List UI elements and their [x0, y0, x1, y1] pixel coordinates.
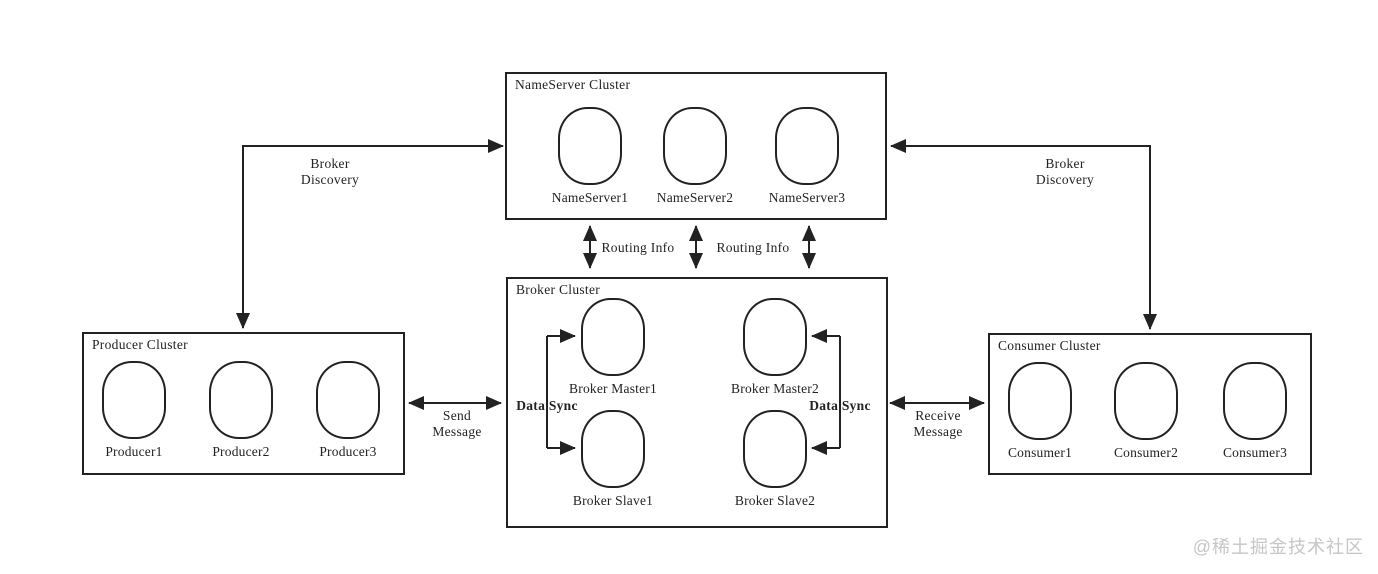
node-broker-slave2: Broker Slave2 — [715, 410, 835, 509]
node-broker-master1: Broker Master1 — [553, 298, 673, 397]
connector-broker-discovery-right — [890, 139, 1157, 330]
producer2-shape — [209, 361, 273, 439]
node-broker-master2: Broker Master2 — [715, 298, 835, 397]
node-consumer1: Consumer1 — [980, 362, 1100, 461]
receive-message-label: Receive Message — [913, 408, 963, 439]
nameserver2-shape — [663, 107, 727, 185]
data-sync-right-label: Data Sync — [809, 398, 871, 413]
producer2-label: Producer2 — [212, 444, 270, 459]
connector-broker-discovery-left — [236, 139, 504, 329]
consumer-cluster-title: Consumer Cluster — [998, 338, 1101, 353]
node-producer3: Producer3 — [288, 361, 408, 460]
node-producer1: Producer1 — [74, 361, 194, 460]
consumer2-label: Consumer2 — [1113, 445, 1179, 460]
broker-cluster-title: Broker Cluster — [516, 282, 601, 297]
routing-info-right-label: Routing Info — [716, 240, 790, 255]
broker-master2-label: Broker Master2 — [731, 381, 819, 396]
broker-discovery-left-label: Broker Discovery — [300, 156, 360, 187]
broker-slave1-shape — [581, 410, 645, 488]
nameserver2-label: NameServer2 — [656, 190, 734, 205]
node-producer2: Producer2 — [181, 361, 301, 460]
consumer3-shape — [1223, 362, 1287, 440]
consumer1-label: Consumer1 — [1007, 445, 1073, 460]
broker-slave2-shape — [743, 410, 807, 488]
producer-cluster-title: Producer Cluster — [92, 337, 188, 352]
nameserver3-shape — [775, 107, 839, 185]
producer3-shape — [316, 361, 380, 439]
broker-slave1-label: Broker Slave1 — [572, 493, 654, 508]
node-broker-slave1: Broker Slave1 — [553, 410, 673, 509]
node-nameserver1: NameServer1 — [530, 107, 650, 206]
nameserver-cluster-box: NameServer Cluster — [505, 72, 887, 220]
consumer3-label: Consumer3 — [1222, 445, 1288, 460]
node-nameserver2: NameServer2 — [635, 107, 755, 206]
routing-info-left-label: Routing Info — [601, 240, 675, 255]
broker-discovery-right-label: Broker Discovery — [1035, 156, 1095, 187]
node-consumer3: Consumer3 — [1195, 362, 1315, 461]
node-consumer2: Consumer2 — [1086, 362, 1206, 461]
producer1-shape — [102, 361, 166, 439]
nameserver3-label: NameServer3 — [768, 190, 846, 205]
send-message-label: Send Message — [432, 408, 482, 439]
consumer-cluster-box: Consumer Cluster — [988, 333, 1312, 475]
consumer2-shape — [1114, 362, 1178, 440]
producer-cluster-box: Producer Cluster — [82, 332, 405, 475]
watermark: @稀土掘金技术社区 — [1192, 537, 1364, 557]
nameserver-cluster-title: NameServer Cluster — [515, 77, 631, 92]
producer3-label: Producer3 — [319, 444, 377, 459]
broker-master2-shape — [743, 298, 807, 376]
producer1-label: Producer1 — [105, 444, 163, 459]
broker-cluster-box: Broker Cluster — [506, 277, 888, 528]
data-sync-left-label: Data Sync — [516, 398, 578, 413]
nameserver1-label: NameServer1 — [551, 190, 629, 205]
node-nameserver3: NameServer3 — [747, 107, 867, 206]
nameserver1-shape — [558, 107, 622, 185]
broker-master1-shape — [581, 298, 645, 376]
broker-slave2-label: Broker Slave2 — [734, 493, 816, 508]
consumer1-shape — [1008, 362, 1072, 440]
broker-master1-label: Broker Master1 — [569, 381, 657, 396]
